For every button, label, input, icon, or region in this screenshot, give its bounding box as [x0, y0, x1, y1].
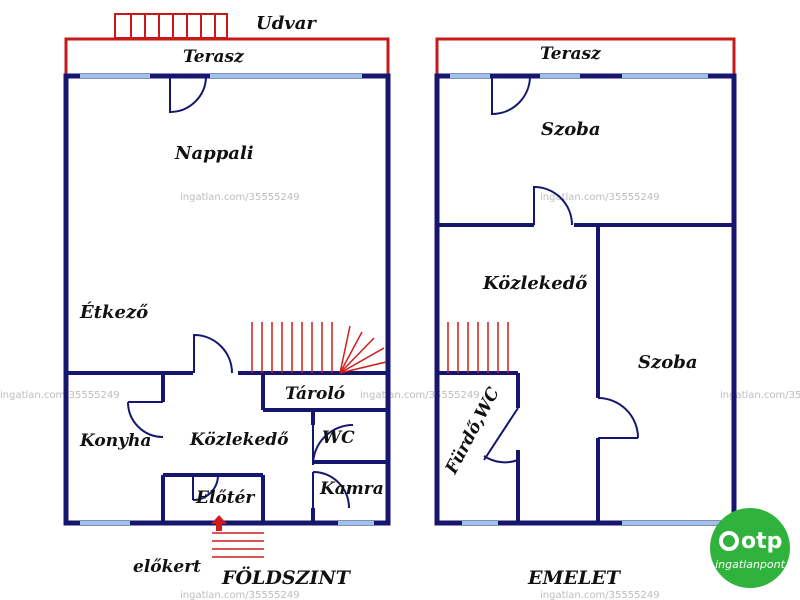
label-konyha: Konyha	[79, 431, 151, 451]
ground-floor-title: FÖLDSZINT	[221, 566, 352, 589]
label-kozlekedo: Közlekedő	[189, 430, 289, 450]
label-wc: WC	[322, 428, 355, 448]
upper-floor-title: EMELET	[527, 567, 622, 589]
watermark-text: ingatlan.com/35555249	[540, 192, 660, 203]
label-kamra: Kamra	[319, 479, 384, 499]
otp-logo: otp ingatlanpont	[710, 508, 790, 588]
label-terasz: Terasz	[183, 47, 244, 67]
watermark-text: ingatlan.com/35555249	[0, 390, 120, 401]
label-udvar: Udvar	[256, 13, 317, 34]
label-eloter: Előtér	[195, 488, 255, 508]
watermarks: ingatlan.com/35555249 ingatlan.com/35555…	[0, 192, 800, 600]
label-upper-kozlekedo: Közlekedő	[482, 273, 587, 294]
ground-windows	[80, 74, 374, 525]
label-szoba-right: Szoba	[638, 352, 697, 373]
watermark-text: ingatlan.com/35555249	[360, 390, 480, 401]
label-elokert: előkert	[133, 557, 201, 577]
entrance-arrow-icon	[211, 515, 227, 531]
ground-terrace-outline	[64, 37, 390, 74]
ground-doors	[127, 75, 354, 509]
ground-staircase	[251, 322, 387, 374]
upper-terrace-outline	[435, 37, 736, 74]
label-szoba-top: Szoba	[541, 119, 600, 140]
watermark-text: ingatlan.com/35555249	[180, 590, 300, 600]
upper-interior-walls	[437, 223, 734, 523]
upper-windows	[450, 74, 720, 525]
watermark-text: ingatlan.com/35555249	[540, 590, 660, 600]
upper-exterior-walls	[434, 73, 737, 526]
otp-brand-text: otp	[741, 529, 782, 554]
watermark-text: ingatlan.com/35555249	[720, 390, 800, 401]
upper-floor: Terasz Szoba Közlekedő Szoba Fürdő,WC EM…	[434, 37, 737, 589]
label-nappali: Nappali	[174, 143, 254, 164]
label-etkezo: Étkező	[79, 300, 148, 323]
entrance-steps	[212, 532, 264, 558]
upper-doors	[483, 75, 639, 464]
ground-interior-walls	[66, 371, 388, 523]
label-tarolo: Tároló	[285, 384, 345, 404]
otp-tagline-text: ingatlanpont	[715, 558, 786, 571]
label-upper-terasz: Terasz	[540, 44, 601, 64]
otp-ring-icon	[719, 531, 739, 551]
ground-floor: Udvar Terasz Nappali Étkező Konyha Közle…	[63, 13, 391, 589]
watermark-text: ingatlan.com/35555249	[180, 192, 300, 203]
upper-staircase	[447, 322, 509, 373]
courtyard-steps	[114, 13, 228, 39]
